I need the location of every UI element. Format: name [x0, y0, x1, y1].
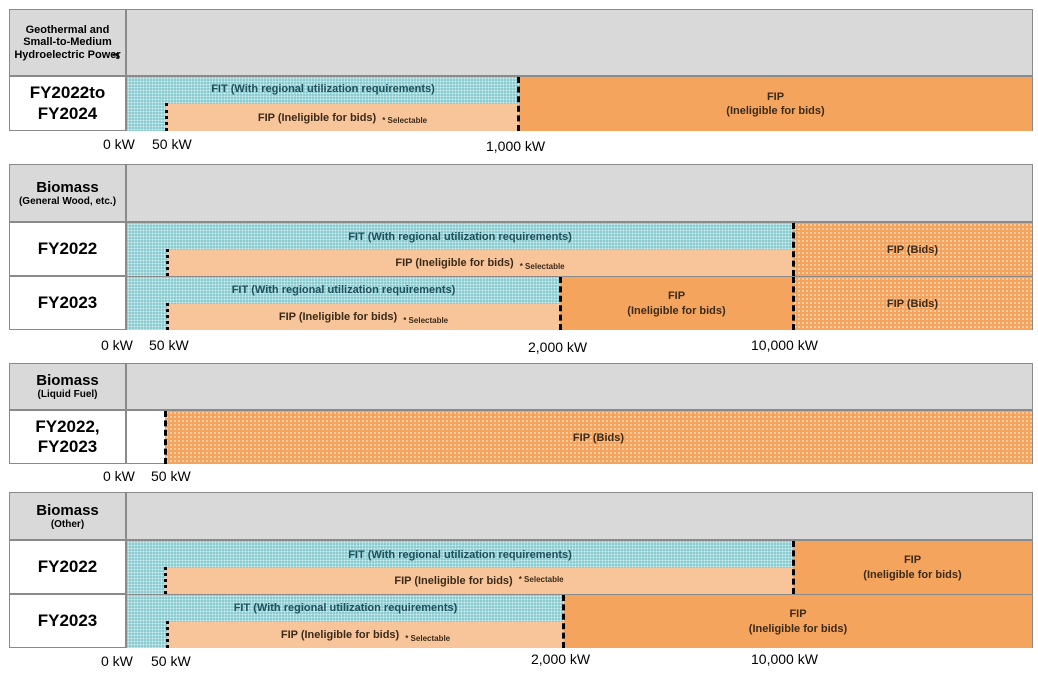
selectable-note: * Selectable: [405, 633, 451, 643]
tick-1000kw: 1,000 kW: [486, 138, 546, 154]
geothermal-section-header: Geothermal and Small-to-Medium Hydroelec…: [9, 9, 126, 76]
fip-bids-label: FIP (Bids): [572, 431, 625, 444]
tick-50kw: 50 kW: [151, 653, 191, 669]
fit-bar-label: FIT (With regional utilization requireme…: [231, 284, 456, 296]
fip-solid-label-line2: (Ineligible for bids): [627, 304, 726, 317]
biomass-wood-subtitle: (General Wood, etc.): [18, 195, 117, 207]
fit-bar-label: FIT (With regional utilization requireme…: [233, 602, 458, 614]
threshold-2000kw-line: [562, 595, 565, 648]
tick-50kw: 50 kW: [149, 337, 189, 353]
fip-solid-label-line1: FIP: [766, 90, 785, 103]
biomass-liquid-header-band: [126, 363, 1033, 410]
tick-0kw: 0 kW: [103, 468, 135, 484]
fip-bids-label: FIP (Bids): [886, 243, 939, 256]
biomass-wood-fy2023-track: FIT (With regional utilization requireme…: [126, 276, 1033, 330]
biomass-other-fy2022-track: FIT (With regional utilization requireme…: [126, 540, 1033, 594]
fip-bids-label: FIP (Bids): [886, 297, 939, 310]
geothermal-header-band: [126, 9, 1033, 76]
fip-solid-bar: FIP (Ineligible for bids): [519, 77, 1032, 131]
threshold-10000kw-line: [792, 541, 795, 594]
footnote-marker: *5: [112, 51, 120, 61]
fip-ineligible-label: FIP (Ineligible for bids): [257, 111, 377, 124]
fip-solid-bar: FIP (Ineligible for bids): [560, 277, 793, 330]
threshold-50kw-line: [165, 103, 168, 131]
biomass-wood-header-band: [126, 164, 1033, 222]
biomass-other-fy2022-label: FY2022: [9, 540, 126, 594]
biomass-wood-fy2022-label: FY2022: [9, 222, 126, 276]
threshold-10000kw-line: [792, 223, 795, 276]
tick-0kw: 0 kW: [101, 337, 133, 353]
tick-0kw: 0 kW: [103, 136, 135, 152]
biomass-other-section-header: Biomass (Other): [9, 492, 126, 540]
biomass-wood-section-header: Biomass (General Wood, etc.): [9, 164, 126, 222]
biomass-other-title: Biomass: [36, 501, 99, 519]
biomass-liquid-section-header: Biomass (Liquid Fuel): [9, 363, 126, 410]
fip-ineligible-bar: FIP (Ineligible for bids) * Selectable: [167, 250, 793, 276]
geothermal-row-track: FIT (With regional utilization requireme…: [126, 76, 1033, 131]
fit-bar-label: FIT (With regional utilization requireme…: [348, 231, 572, 243]
fip-ineligible-bar: FIP (Ineligible for bids) * Selectable: [167, 304, 560, 330]
threshold-50kw-line: [166, 303, 169, 330]
tick-10000kw: 10,000 kW: [751, 337, 818, 353]
tick-2000kw: 2,000 kW: [531, 651, 591, 667]
threshold-10000kw-line: [792, 277, 795, 330]
geothermal-row-label: FY2022to FY2024: [9, 76, 126, 131]
fip-solid-label-line2: (Ineligible for bids): [726, 105, 825, 117]
fip-solid-bar: FIP (Ineligible for bids): [793, 541, 1032, 594]
tick-2000kw: 2,000 kW: [528, 339, 588, 355]
selectable-note: * Selectable: [518, 574, 564, 584]
biomass-wood-fy2023-label: FY2023: [9, 276, 126, 330]
biomass-liquid-subtitle: (Liquid Fuel): [37, 389, 98, 401]
threshold-50kw-line: [166, 249, 169, 276]
biomass-other-header-band: [126, 492, 1033, 540]
biomass-wood-title: Biomass: [36, 178, 99, 196]
fip-bids-bar: FIP (Bids): [793, 277, 1032, 330]
selectable-note: * Selectable: [403, 315, 449, 325]
selectable-note: * Selectable: [519, 261, 565, 271]
biomass-liquid-row-track: FIP (Bids): [126, 410, 1033, 464]
geothermal-title: Geothermal and Small-to-Medium Hydroelec…: [14, 23, 121, 61]
fit-bar-label: FIT (With regional utilization requireme…: [348, 549, 572, 561]
tick-10000kw: 10,000 kW: [751, 651, 818, 667]
fip-solid-label-line1: FIP: [789, 608, 807, 621]
fip-ineligible-label: FIP (Ineligible for bids): [394, 575, 513, 587]
threshold-1000kw-line: [517, 77, 520, 131]
selectable-note: * Selectable: [382, 116, 428, 125]
tick-0kw: 0 kW: [101, 653, 133, 669]
biomass-liquid-title: Biomass: [36, 372, 99, 390]
fip-ineligible-label: FIP (Ineligible for bids): [395, 257, 514, 269]
fip-solid-label-line2: (Ineligible for bids): [863, 568, 962, 581]
fip-solid-bar: FIP (Ineligible for bids): [564, 595, 1032, 648]
biomass-wood-fy2022-track: FIT (With regional utilization requireme…: [126, 222, 1033, 276]
fit-bar-label: FIT (With regional utilization requireme…: [211, 83, 435, 95]
biomass-liquid-row-label: FY2022, FY2023: [9, 410, 126, 464]
fip-ineligible-label: FIP (Ineligible for bids): [280, 629, 400, 641]
fip-solid-label-line2: (Ineligible for bids): [748, 622, 848, 635]
biomass-other-subtitle: (Other): [50, 518, 85, 530]
tick-50kw: 50 kW: [151, 468, 191, 484]
threshold-2000kw-line: [559, 277, 562, 330]
threshold-50kw-line: [164, 567, 167, 594]
fip-bids-bar: FIP (Bids): [793, 223, 1032, 276]
tick-50kw: 50 kW: [152, 136, 192, 152]
fip-ineligible-bar: FIP (Ineligible for bids) * Selectable: [166, 104, 519, 131]
fip-ineligible-bar: FIP (Ineligible for bids) * Selectable: [165, 568, 793, 594]
biomass-other-fy2023-label: FY2023: [9, 594, 126, 648]
biomass-other-fy2023-track: FIT (With regional utilization requireme…: [126, 594, 1033, 648]
threshold-50kw-line: [164, 411, 167, 464]
fip-bids-bar: FIP (Bids): [165, 411, 1032, 464]
fip-solid-label-line1: FIP: [667, 290, 686, 303]
fip-ineligible-label: FIP (Ineligible for bids): [278, 311, 398, 323]
fip-ineligible-bar: FIP (Ineligible for bids) * Selectable: [167, 622, 564, 648]
fip-solid-label-line1: FIP: [903, 554, 922, 567]
threshold-50kw-line: [166, 621, 169, 648]
